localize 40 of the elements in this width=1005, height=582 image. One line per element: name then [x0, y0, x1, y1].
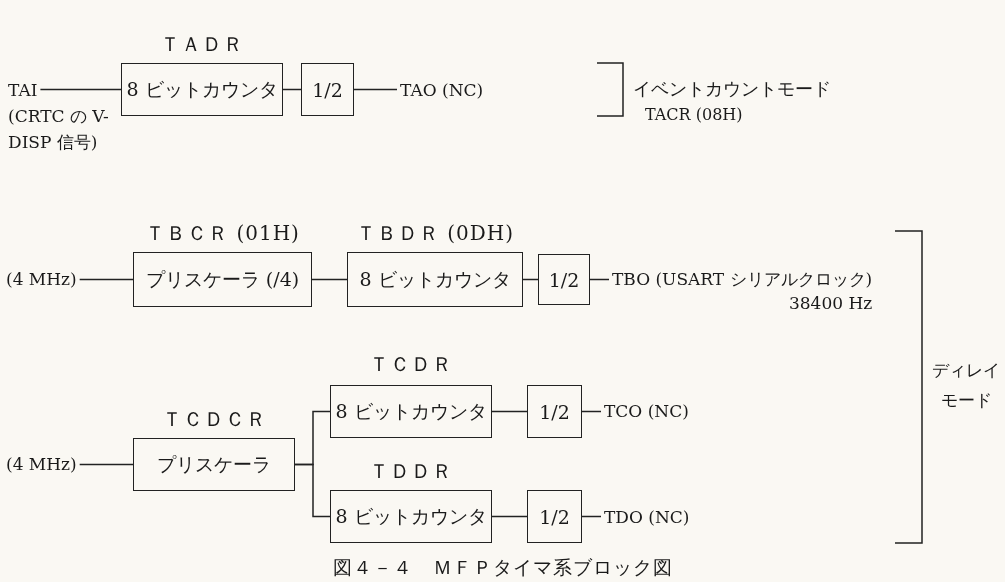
block-box: 1/2: [527, 490, 582, 543]
block-box: 1/2: [538, 254, 590, 305]
signal-note: (CRTC の V-DISP 信号): [8, 105, 110, 154]
connector-line: [78, 463, 134, 466]
signal-label: (4 MHz): [6, 268, 77, 290]
connector-line: [353, 88, 398, 91]
block-box: 8 ビットカウンタ: [347, 252, 523, 307]
block-box: 8 ビットカウンタ: [330, 385, 492, 438]
register-label: ＴＤＤＲ: [369, 458, 453, 484]
signal-label: TAI: [8, 79, 38, 101]
signal-label: TDO (NC): [604, 506, 690, 528]
block-box: 8 ビットカウンタ: [330, 490, 492, 543]
connector-line: [491, 410, 528, 413]
connector-line: [581, 410, 602, 413]
block-box: プリスケーラ (/4): [133, 252, 312, 307]
connector-line: [294, 463, 331, 518]
register-label: ＴＣＤＣＲ: [161, 406, 267, 432]
register-label: ＴＢＣＲ (01H): [145, 220, 300, 246]
block-box: 1/2: [301, 63, 354, 116]
signal-label: (4 MHz): [6, 453, 77, 475]
register-label: ＴＡＤＲ: [160, 31, 244, 57]
connector-line: [78, 278, 134, 281]
connector-line: [589, 278, 610, 281]
signal-label: TCO (NC): [604, 400, 689, 422]
signal-label: TAO (NC): [400, 79, 484, 101]
block-box: 1/2: [527, 385, 582, 438]
signal-note: 38400 Hz: [789, 292, 873, 314]
connector-line: [581, 515, 602, 518]
signal-label: TBO (USART シリアルクロック): [612, 268, 873, 290]
mode-label: ディレイモード: [931, 359, 1001, 412]
register-label: ＴＢＤＲ (0DH): [355, 220, 515, 246]
figure-caption: 図４－４ ＭＦＰタイマ系ブロック図: [332, 555, 673, 580]
connector-line: [39, 88, 122, 91]
mode-label: TACR (08H): [645, 104, 743, 126]
block-box: 8 ビットカウンタ: [121, 63, 283, 116]
mode-label: イベントカウントモード: [633, 77, 831, 101]
block-box: プリスケーラ: [133, 438, 295, 491]
register-label: ＴＣＤＲ: [369, 351, 453, 377]
connector-line: [491, 515, 528, 518]
connector-line: [311, 278, 348, 281]
